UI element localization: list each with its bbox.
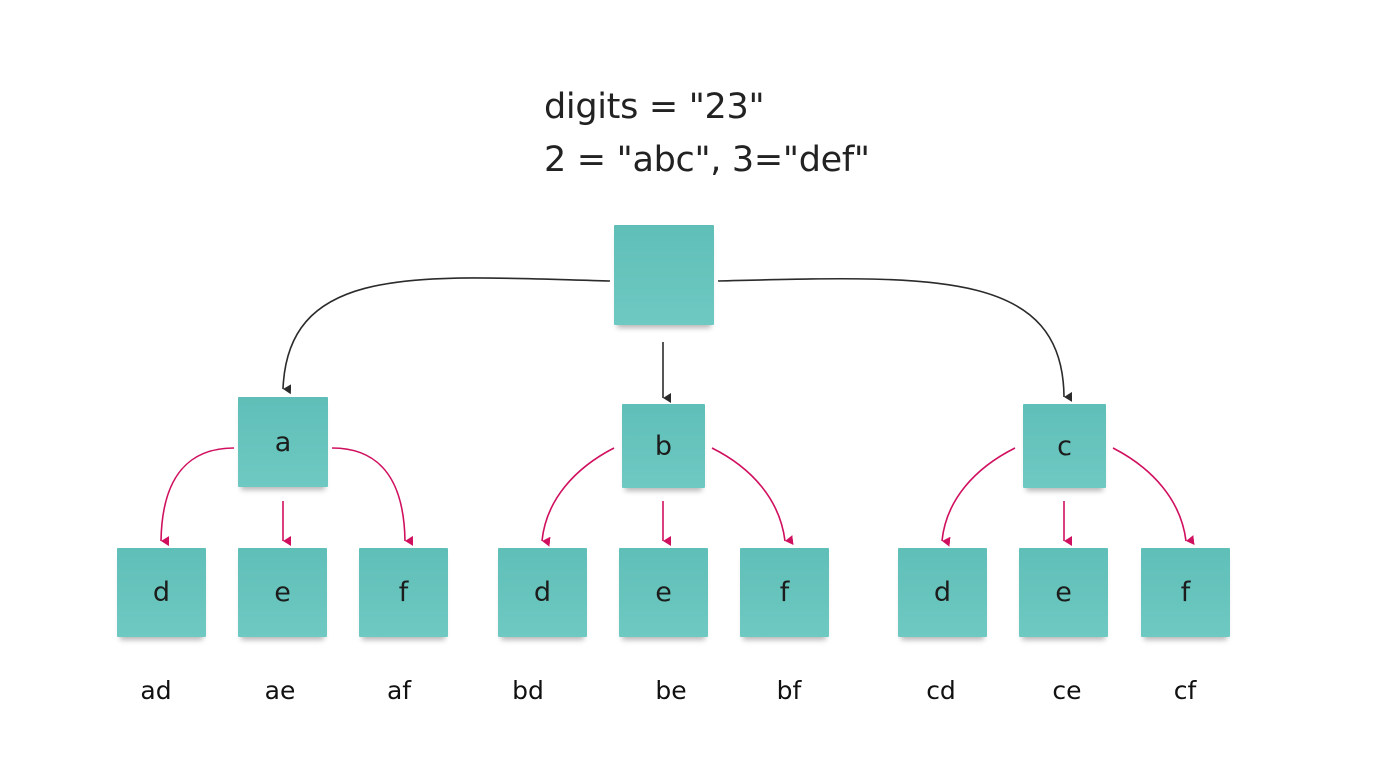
header-mapping: 2 = "abc", 3="def" xyxy=(544,140,870,180)
edge-c-f xyxy=(1112,447,1195,545)
result-label: ad xyxy=(140,676,172,705)
leaf-bd: d xyxy=(498,548,587,637)
leaf-bf: f xyxy=(740,548,829,637)
leaf-af: f xyxy=(359,548,448,637)
result-label: ae xyxy=(264,676,296,705)
leaf-ce: e xyxy=(1019,548,1108,637)
node-label: f xyxy=(1180,577,1191,608)
node-label: c xyxy=(1057,430,1072,462)
node-label: d xyxy=(152,577,171,608)
node-label: d xyxy=(933,577,952,608)
node-label: d xyxy=(533,577,552,608)
result-label: be xyxy=(655,676,687,705)
result-label: bd xyxy=(512,676,544,705)
result-label: cf xyxy=(1173,676,1197,705)
node-a: a xyxy=(238,397,328,487)
result-label: cd xyxy=(926,676,956,705)
edge-root-a xyxy=(282,277,611,395)
edge-c-d xyxy=(941,447,1016,547)
node-label: f xyxy=(398,577,409,608)
leaf-cf: f xyxy=(1141,548,1230,637)
node-label: b xyxy=(654,430,673,462)
node-c: c xyxy=(1023,404,1106,488)
node-label: a xyxy=(274,426,292,458)
root-node xyxy=(614,225,714,325)
leaf-ad: d xyxy=(117,548,206,637)
node-label: f xyxy=(779,577,790,608)
result-label: bf xyxy=(776,676,802,705)
result-label: ce xyxy=(1052,676,1082,705)
header-digits: digits = "23" xyxy=(544,87,765,127)
leaf-ae: e xyxy=(238,548,327,637)
node-label: e xyxy=(1055,577,1072,608)
edge-root-c xyxy=(717,277,1073,402)
node-b: b xyxy=(622,404,705,488)
edge-a-f xyxy=(331,447,414,546)
leaf-be: e xyxy=(619,548,708,637)
edge-b-f xyxy=(711,447,794,545)
result-label: af xyxy=(386,676,412,705)
edge-b-d xyxy=(541,447,615,547)
edge-a-d xyxy=(160,447,235,547)
node-label: e xyxy=(274,577,291,608)
leaf-cd: d xyxy=(898,548,987,637)
node-label: e xyxy=(655,577,672,608)
